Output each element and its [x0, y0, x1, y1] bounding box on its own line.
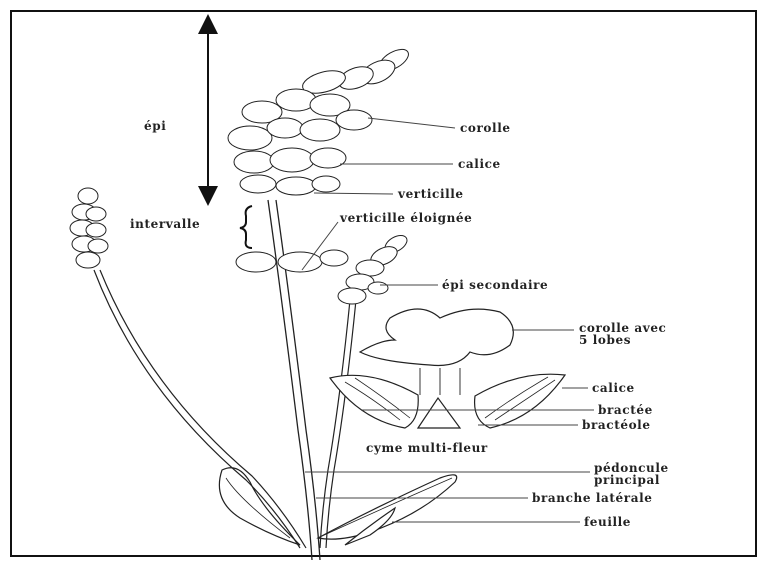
right-stem	[320, 300, 356, 548]
label-principal: principal	[594, 474, 660, 487]
label-verticille-eloignee: verticille éloignée	[340, 212, 472, 225]
left-spike	[70, 188, 108, 268]
label-epi-secondaire: épi secondaire	[442, 279, 548, 292]
label-bractee: bractée	[598, 404, 653, 417]
left-stem	[94, 270, 306, 548]
label-branche-laterale: branche latérale	[532, 492, 652, 505]
label-corolle-lobes: 5 lobes	[579, 334, 631, 347]
label-feuille: feuille	[584, 516, 631, 529]
label-corolle: corolle	[460, 122, 511, 135]
intervalle-brace	[240, 206, 252, 248]
label-cyme: cyme multi-fleur	[366, 442, 488, 455]
label-intervalle: intervalle	[130, 218, 200, 231]
label-epi: épi	[144, 120, 166, 133]
label-bracteole: bractéole	[582, 419, 651, 432]
label-calice-top: calice	[458, 158, 501, 171]
label-verticille: verticille	[398, 188, 464, 201]
secondary-spike	[338, 232, 410, 304]
distant-verticil	[236, 250, 348, 272]
label-calice-flower: calice	[592, 382, 635, 395]
